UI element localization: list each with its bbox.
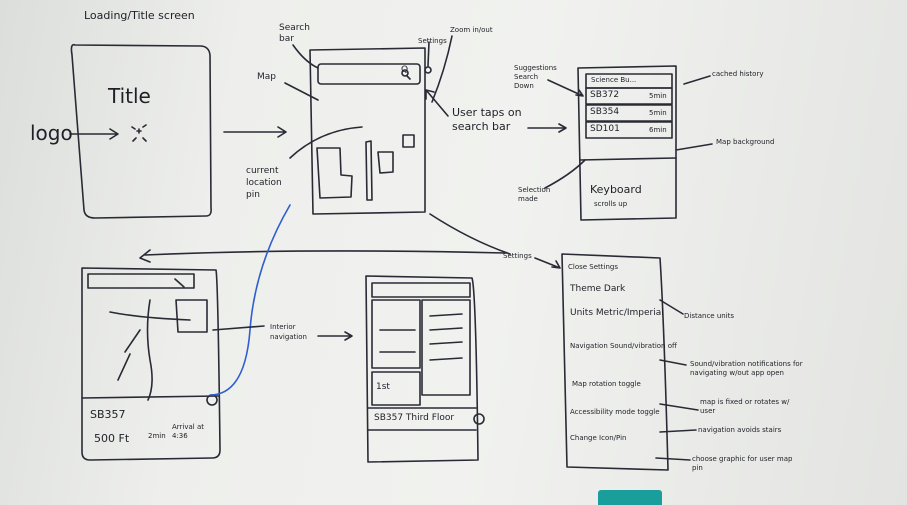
map-phone-frame bbox=[309, 47, 426, 215]
selection-made-label: Selection made bbox=[518, 186, 551, 203]
cached-history-label: cached history bbox=[712, 70, 764, 78]
suggestion-1-time: 5min bbox=[649, 92, 667, 100]
loading-phone-frame bbox=[70, 43, 212, 219]
title-text: Title bbox=[108, 84, 151, 108]
marker-cap bbox=[598, 490, 662, 505]
search-icon[interactable]: Q bbox=[401, 65, 409, 75]
nav-destination: SB357 bbox=[90, 408, 126, 421]
search-bar-label: Search bar bbox=[279, 23, 310, 44]
note-units: Distance units bbox=[684, 312, 735, 320]
suggestion-2-time: 5min bbox=[649, 109, 667, 117]
suggestion-1-name[interactable]: SB372 bbox=[590, 90, 620, 100]
navigation-phone-frame bbox=[81, 267, 221, 461]
settings-item-units[interactable]: Units Metric/Imperial bbox=[570, 308, 664, 318]
nav-distance: 500 Ft bbox=[94, 432, 130, 445]
settings-panel-frame bbox=[561, 253, 669, 471]
suggestion-3-time: 6min bbox=[649, 126, 667, 134]
keyboard-sub-label: scrolls up bbox=[594, 200, 628, 208]
settings-item-close[interactable]: Close Settings bbox=[568, 263, 619, 271]
settings-item-accessibility[interactable]: Accessibility mode toggle bbox=[570, 408, 660, 416]
logo-label: logo bbox=[30, 121, 73, 145]
keyboard-label: Keyboard bbox=[590, 183, 642, 196]
map-label: Map bbox=[257, 72, 276, 82]
zoom-label: Zoom in/out bbox=[450, 26, 493, 34]
floor-label[interactable]: 1st bbox=[376, 382, 390, 392]
settings-item-map-rotation[interactable]: Map rotation toggle bbox=[572, 380, 641, 388]
user-taps-label: User taps on search bar bbox=[452, 106, 522, 133]
loading-screen-heading: Loading/Title screen bbox=[84, 9, 195, 22]
settings-item-navigation[interactable]: Navigation Sound/vibration off bbox=[570, 342, 677, 350]
settings-item-change-icon[interactable]: Change Icon/Pin bbox=[570, 434, 627, 442]
note-map-rotation: map is fixed or rotates w/ user bbox=[700, 398, 790, 415]
nav-time: 2min bbox=[148, 432, 166, 440]
nav-arrival: Arrival at 4:36 bbox=[172, 423, 205, 440]
suggestion-2-name[interactable]: SB354 bbox=[590, 107, 620, 117]
settings-label: Settings bbox=[418, 37, 447, 45]
suggestions-label: Suggestions Search Down bbox=[514, 64, 557, 90]
current-location-label: current location pin bbox=[246, 166, 282, 200]
map-background-label: Map background bbox=[716, 138, 775, 146]
interior-phone-frame bbox=[365, 275, 479, 463]
search-input[interactable]: Science Bu... bbox=[591, 76, 637, 84]
suggestion-3-name[interactable]: SD101 bbox=[590, 124, 620, 134]
search-phone-frame bbox=[577, 65, 677, 221]
interior-bottom-text: SB357 Third Floor bbox=[374, 413, 455, 423]
note-change-icon: choose graphic for user map pin bbox=[692, 455, 793, 472]
note-accessibility: navigation avoids stairs bbox=[698, 426, 782, 434]
interior-navigation-label: Interior navigation bbox=[270, 323, 307, 341]
settings-arrow-label: Settings bbox=[503, 252, 532, 260]
settings-item-theme[interactable]: Theme Dark bbox=[570, 284, 626, 294]
note-navigation: Sound/vibration notifications for naviga… bbox=[690, 360, 803, 377]
